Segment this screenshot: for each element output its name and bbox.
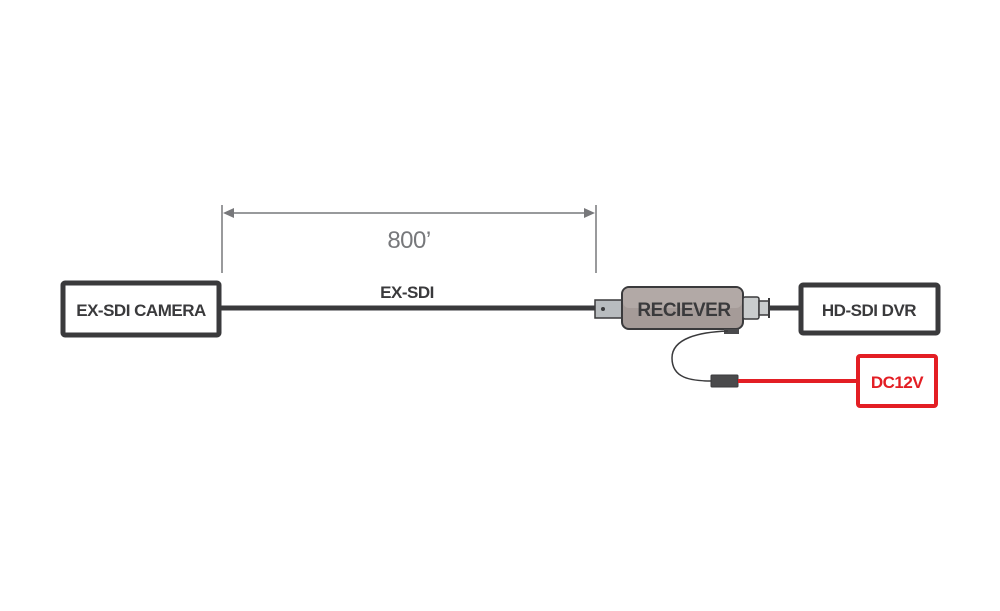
camera-box: EX-SDI CAMERA — [60, 280, 222, 338]
dvr-label: HD-SDI DVR — [822, 301, 916, 320]
power-cord — [671, 330, 729, 382]
cable-label: EX-SDI — [380, 283, 434, 302]
power-label: DC12V — [871, 373, 924, 392]
receiver: RECIEVER — [594, 286, 770, 334]
arrow-left-icon — [223, 208, 234, 218]
dvr-box: HD-SDI DVR — [798, 282, 941, 336]
bnc-connector-icon — [742, 296, 770, 320]
power-port-icon — [724, 329, 739, 334]
input-connector-icon — [594, 299, 624, 319]
distance-dimension: 800’ — [221, 205, 597, 273]
distance-label: 800’ — [387, 227, 430, 254]
power-plug-icon — [710, 374, 739, 388]
arrow-right-icon — [584, 208, 595, 218]
camera-label: EX-SDI CAMERA — [76, 301, 206, 320]
receiver-label: RECIEVER — [637, 300, 731, 321]
power-supply-box: DC12V — [856, 354, 938, 408]
